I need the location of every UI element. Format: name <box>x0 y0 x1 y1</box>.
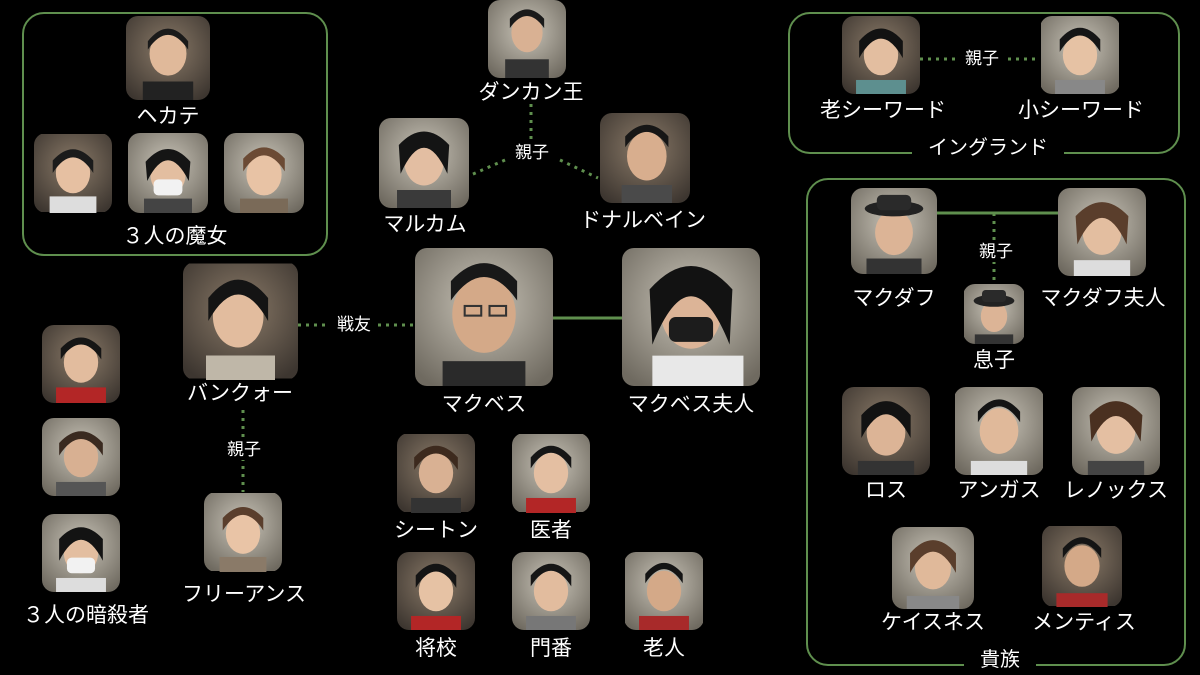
name-son: 息子 <box>973 348 1015 372</box>
name-seyton: シートン <box>394 518 478 542</box>
photo-banquo <box>183 262 298 380</box>
name-macbeth: マクベス <box>441 392 527 416</box>
photo-old-man <box>624 552 704 630</box>
name-young-siward: 小シーワード <box>1018 98 1144 122</box>
photo-witch-3 <box>224 133 304 213</box>
photo-old-siward <box>842 16 920 94</box>
photo-murderer-2 <box>42 418 120 496</box>
relation-duncan-sons: 親子 <box>508 143 556 163</box>
photo-lady-macbeth <box>622 248 760 386</box>
photo-witch-2 <box>128 133 208 213</box>
photo-fleance <box>204 492 282 572</box>
photo-ross <box>842 387 930 475</box>
name-old-man: 老人 <box>643 636 685 660</box>
relation-macduff-son: 親子 <box>972 242 1020 262</box>
photo-doctor <box>512 433 590 513</box>
photo-angus <box>954 387 1044 475</box>
name-duncan: ダンカン王 <box>478 80 584 104</box>
relation-banquo-macbeth: 戦友 <box>330 315 378 335</box>
line-duncan-malcolm <box>463 158 506 180</box>
photo-menteith <box>1042 525 1122 607</box>
photo-malcolm <box>379 118 469 208</box>
photo-porter <box>512 552 590 630</box>
photo-macduff <box>851 188 937 274</box>
relation-siward-pair: 親子 <box>958 49 1006 69</box>
name-ross: ロス <box>865 478 907 502</box>
relation-banquo-fleance: 親子 <box>220 440 268 460</box>
name-caithness: ケイスネス <box>881 610 985 634</box>
photo-lady-macduff <box>1058 188 1146 276</box>
photo-hecate <box>126 16 210 100</box>
name-officer: 将校 <box>415 636 457 660</box>
photo-lennox <box>1072 387 1160 475</box>
name-macduff: マクダフ <box>852 286 936 310</box>
name-menteith: メンティス <box>1032 610 1136 634</box>
name-lady-macbeth: マクベス夫人 <box>627 392 755 416</box>
name-doctor: 医者 <box>530 518 572 542</box>
group-label-england: イングランド <box>912 136 1064 158</box>
photo-duncan <box>488 0 566 78</box>
group-witches <box>22 12 328 256</box>
photo-officer <box>397 552 475 630</box>
name-porter: 門番 <box>530 636 572 660</box>
group-label-witches: ３人の魔女 <box>122 224 228 248</box>
name-old-siward: 老シーワード <box>820 98 946 122</box>
photo-seyton <box>397 433 475 513</box>
photo-murderer-3 <box>42 514 120 592</box>
photo-son <box>963 284 1025 344</box>
name-lady-macduff: マクダフ夫人 <box>1040 286 1166 310</box>
line-duncan-donalbain <box>559 158 599 180</box>
photo-macbeth <box>415 248 553 386</box>
name-banquo: バンクォー <box>186 381 294 405</box>
name-fleance: フリーアンス <box>182 582 306 606</box>
name-angus: アンガス <box>957 478 1041 502</box>
group-label-nobles: 貴族 <box>964 648 1036 670</box>
name-malcolm: マルカム <box>383 212 467 236</box>
name-lennox: レノックス <box>1064 478 1168 502</box>
name-donalbain: ドナルベイン <box>580 208 706 232</box>
photo-murderer-1 <box>42 325 120 403</box>
photo-witch-1 <box>34 133 112 213</box>
name-murderers: ３人の暗殺者 <box>23 603 149 627</box>
photo-young-siward <box>1040 16 1120 94</box>
name-hecate: ヘカテ <box>136 104 200 128</box>
photo-donalbain <box>600 113 690 203</box>
photo-caithness <box>892 527 974 609</box>
